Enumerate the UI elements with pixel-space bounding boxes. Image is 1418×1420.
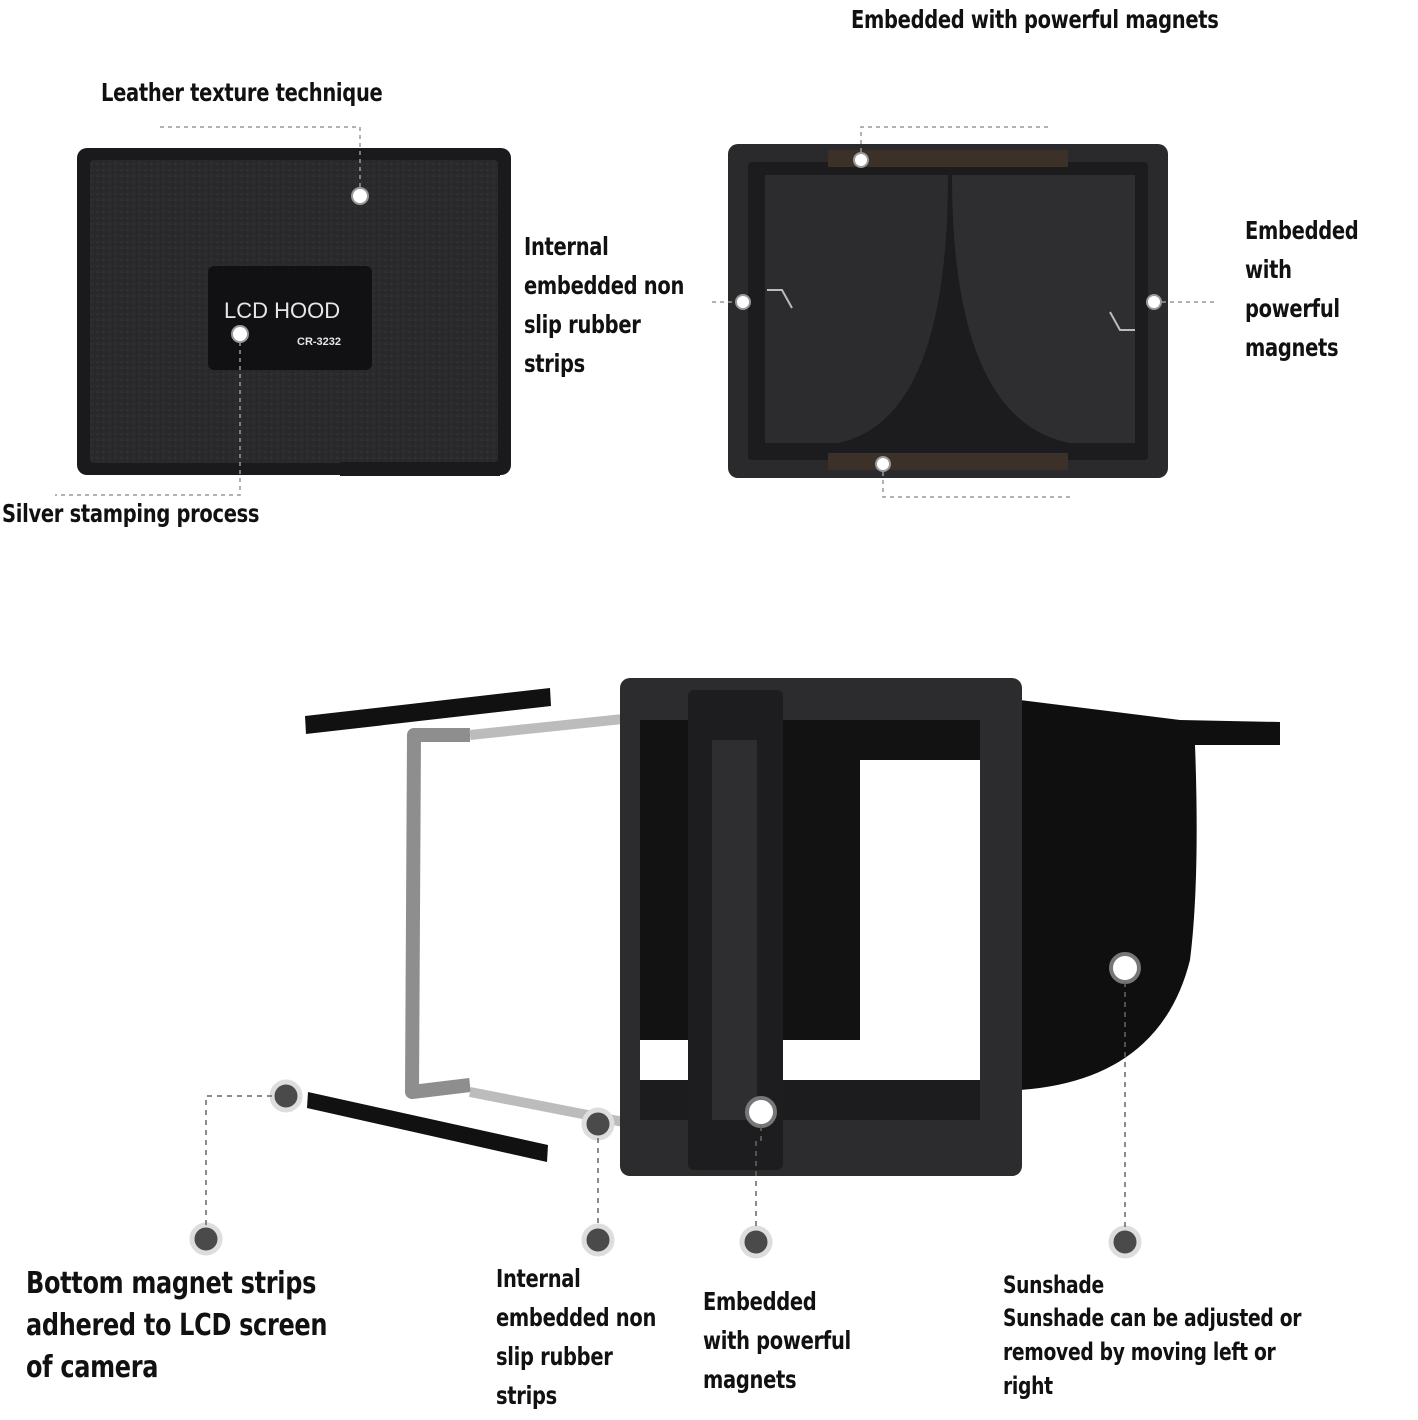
hood-back-view <box>728 144 1168 478</box>
label-bottom-magnet-strips: Bottom magnet strips adhered to LCD scre… <box>26 1266 328 1385</box>
silver-badge <box>208 266 372 370</box>
label-bottom-magnets: Embedded with powerful magnets <box>703 1287 851 1394</box>
top-magnet-strip-exploded <box>305 688 551 734</box>
badge-model: CR-3232 <box>297 336 342 348</box>
top-magnet-strip <box>828 150 1068 167</box>
leather-callout-dot <box>351 187 369 205</box>
exploded-leader-lines <box>205 982 1126 1228</box>
label-sunshade-title: Sunshade <box>1003 1271 1104 1299</box>
exploded-view <box>189 678 1280 1259</box>
label-top-magnets: Embedded with powerful magnets <box>851 5 1219 34</box>
stamping-leader-line <box>55 342 241 496</box>
label-internal-strips-top: Internal embedded non slip rubber strips <box>524 232 685 378</box>
label-sunshade-desc: Sunshade can be adjusted or removed by m… <box>1003 1304 1302 1400</box>
leather-leader-line <box>160 126 361 190</box>
badge-title: LCD HOOD <box>224 298 341 323</box>
label-side-magnets: Embedded with powerful magnets <box>1245 216 1359 362</box>
label-silver-stamping: Silver stamping process <box>2 499 260 528</box>
stamping-callout-dot <box>231 325 249 343</box>
back-view-leader-lines <box>712 126 1215 498</box>
label-internal-strips-bottom: Internal embedded non slip rubber strips <box>496 1264 657 1410</box>
label-leather-texture: Leather texture technique <box>101 78 383 107</box>
bottom-magnet-strip-exploded <box>307 1092 548 1162</box>
bottom-magnet-strip <box>828 453 1068 470</box>
hood-front-view <box>77 148 511 476</box>
